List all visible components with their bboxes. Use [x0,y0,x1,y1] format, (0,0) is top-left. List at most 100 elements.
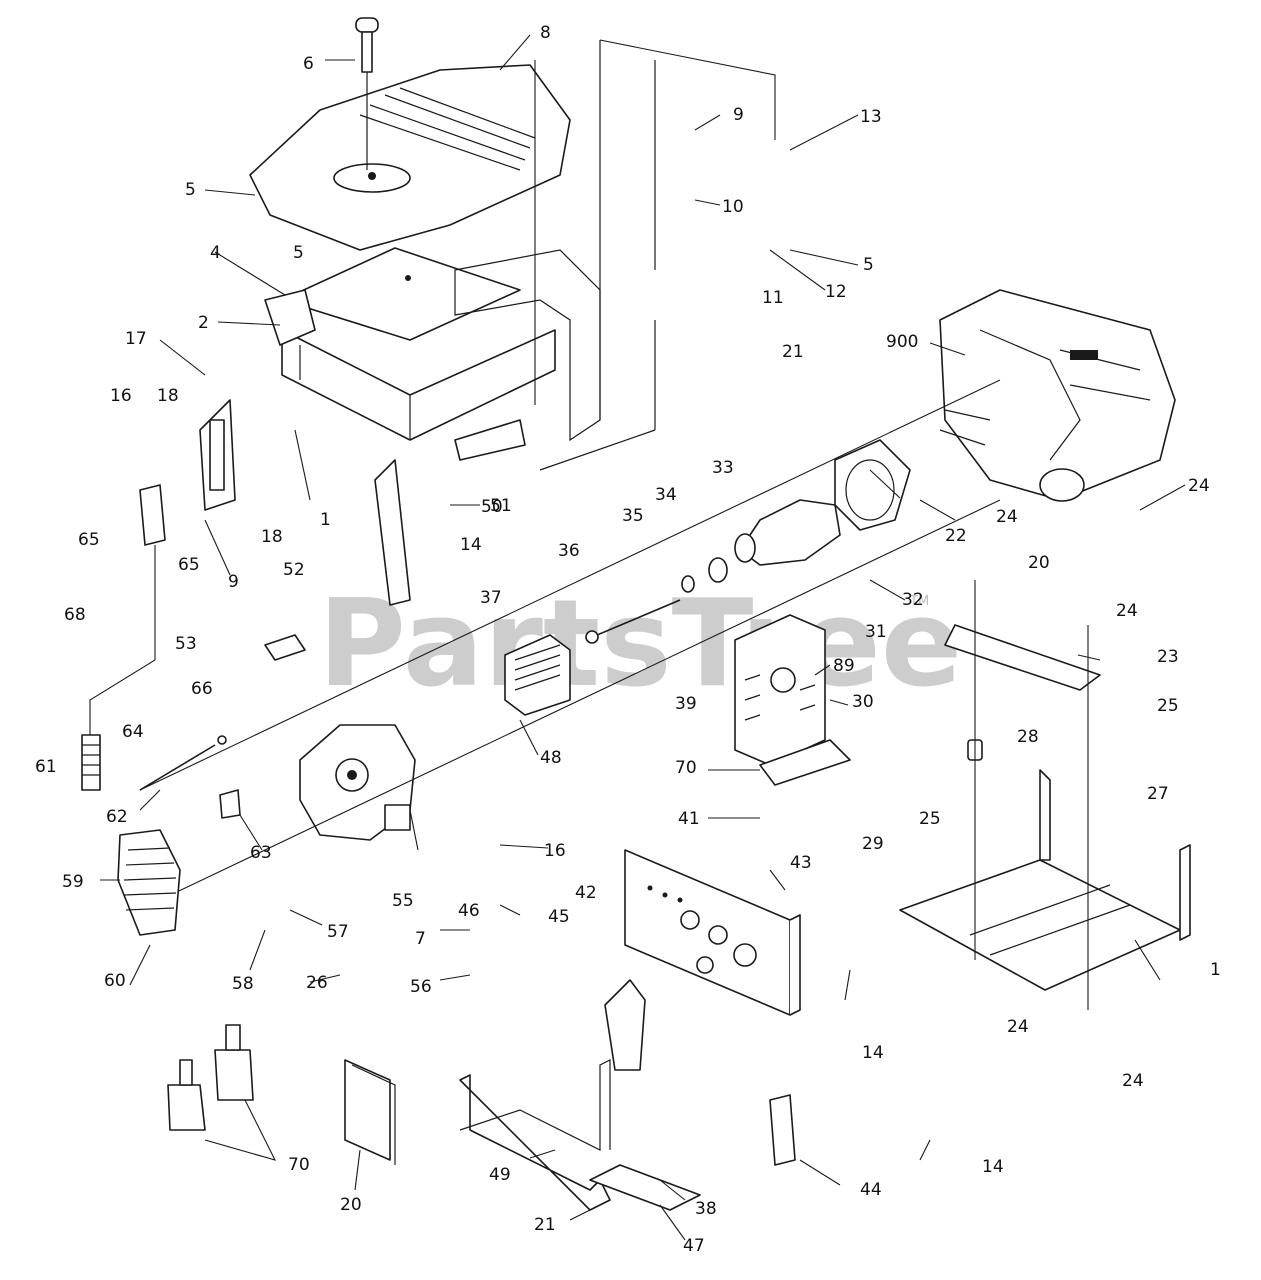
base-frame-1 [899,769,1191,991]
callout: 7 [415,929,426,949]
bracket-14 [374,459,411,606]
callout: 89 [833,656,855,676]
callout: 65 [78,530,100,550]
callout: 16 [544,841,566,861]
watermark: PartsTree [318,575,962,714]
rear-handle-frame [454,40,656,471]
callout: 25 [1157,696,1179,716]
callout: 24 [996,507,1018,527]
callout: 23 [1157,647,1179,667]
callout: 42 [575,883,597,903]
manual-20 [344,1059,396,1165]
callout: 37 [480,588,502,608]
callout: 28 [1017,727,1039,747]
fan-shroud [504,634,571,716]
shaft-axis-lines [139,379,1001,901]
callout: 66 [191,679,213,699]
callout: 2 [198,313,209,333]
plate-23 [944,624,1101,691]
callout: 53 [175,634,197,654]
callout: 62 [106,807,128,827]
tie-rod-64 [139,735,227,791]
leader-lines [100,34,1186,1241]
callout: 24 [1007,1017,1029,1037]
bearing [681,557,728,593]
spring-61 [81,734,101,791]
callout: 46 [458,901,480,921]
vibration-mount-28 [967,580,1089,1010]
callout: 57 [327,922,349,942]
callout: 6 [303,54,314,74]
callout: 9 [733,105,744,125]
callout: 24 [1122,1071,1144,1091]
control-box-30 [734,614,826,766]
callout: 29 [862,834,884,854]
callout: 61 [35,757,57,777]
callout: 52 [283,560,305,580]
callout: 45 [548,907,570,927]
callout: 48 [540,748,562,768]
callout: 32 [902,590,924,610]
rear-bearing-carrier [299,724,416,841]
stator [834,439,911,531]
callout: 17 [125,329,147,349]
bracket-63 [219,789,241,819]
callout: 59 [62,872,84,892]
callout: 5 [185,180,196,200]
callout: 20 [340,1195,362,1215]
engine [939,289,1176,502]
callout: 10 [722,197,744,217]
muffler-guard-59 [117,829,181,936]
control-panel-43 [624,849,801,1016]
bracket-left [199,399,236,511]
callout: 64 [122,722,144,742]
callout: 9 [228,572,239,592]
callout: 49 [489,1165,511,1185]
callout: 44 [860,1180,882,1200]
callout: 31 [865,622,887,642]
callout: 38 [695,1199,717,1219]
callout: 18 [157,386,179,406]
box-52 [264,634,306,661]
callout-labels: 6 8 9 13 10 5 12 5 5 4 2 17 16 18 18 900… [35,23,1221,1256]
callout: 21 [782,342,804,362]
callout: 5 [863,255,874,275]
callout: 68 [64,605,86,625]
callout: 18 [261,527,283,547]
callout: 36 [558,541,580,561]
callout: 12 [825,282,847,302]
callout: 4 [210,243,221,263]
frame-rail [264,289,526,461]
callout: 30 [852,692,874,712]
callout: 51 [490,496,512,516]
callout: 27 [1147,784,1169,804]
callout: 5 [293,243,304,263]
through-bolt [585,599,681,644]
callout: 13 [860,107,882,127]
callout: 34 [655,485,677,505]
callout: 20 [1028,553,1050,573]
callout: 35 [622,506,644,526]
bracket-44 [769,1094,796,1166]
callout: 60 [104,971,126,991]
callout: 39 [675,694,697,714]
callout: 43 [790,853,812,873]
callout: 1 [320,510,331,530]
tank-plate [281,247,521,341]
callout: 70 [675,758,697,778]
callout: 55 [392,891,414,911]
callout: 58 [232,974,254,994]
callout: 70 [288,1155,310,1175]
handle-frame-49 [459,1059,701,1211]
watermark-trademark: TM [909,594,929,609]
callout: 21 [534,1215,556,1235]
callout: 25 [919,809,941,829]
callout: 56 [410,977,432,997]
fuel-cap [355,17,379,170]
callout: 65 [178,555,200,575]
callout: 11 [762,288,784,308]
rotor [734,499,841,566]
callout: 24 [1188,476,1210,496]
oil-bottles-70 [167,1024,254,1131]
